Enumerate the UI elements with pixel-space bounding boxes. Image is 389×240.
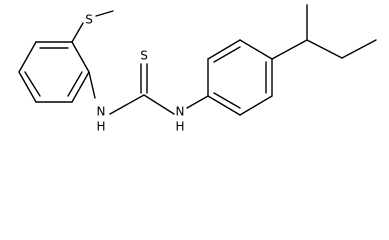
- bond-nh-right-to-ring: [186, 95, 209, 109]
- molecule-svg: S S N H N H: [18, 4, 377, 134]
- methylthio-group: [71, 10, 114, 43]
- bond-ring-to-nh-left: [88, 71, 96, 99]
- thiourea-core: [109, 63, 175, 115]
- atom-label-s-thiocarbonyl: S: [140, 49, 148, 63]
- atom-label-h-left: H: [96, 120, 105, 134]
- atom-label-s-methylthio: S: [85, 13, 93, 27]
- atom-label-n-left: N: [97, 105, 106, 119]
- left-benzene-ring: [18, 41, 90, 103]
- atom-label-n-right: N: [176, 105, 185, 119]
- sec-butyl-group: [271, 4, 377, 60]
- structure-diagram: S S N H N H: [18, 4, 377, 134]
- right-benzene-ring: [207, 39, 273, 116]
- atom-label-h-right: H: [175, 120, 184, 134]
